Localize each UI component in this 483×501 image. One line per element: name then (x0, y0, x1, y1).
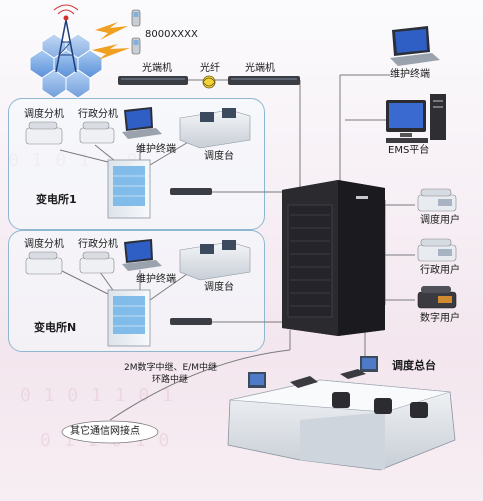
antenna-tower (29, 4, 103, 99)
central-switch-rack (282, 180, 385, 336)
substation1-cabinet (107, 159, 151, 219)
ems-platform-computer (386, 94, 446, 143)
substationN-admin-ext-label: 行政分机 (78, 239, 118, 250)
signal-bolt-icon (92, 22, 130, 60)
dispatch-user-phone (417, 188, 457, 212)
fiber-spool-icon (202, 75, 216, 89)
substationN-admin-phone (79, 251, 115, 274)
background-decoration: 0 1 0 1 1 0 1 (20, 385, 174, 406)
dispatch-user-label: 调度用户 (420, 215, 460, 226)
substationN-dispatch-phone (25, 251, 63, 275)
substationN-optical-terminal (170, 318, 212, 325)
substationN-dispatch-console (179, 240, 251, 281)
optical-terminal-right-label: 光端机 (245, 63, 275, 74)
substation1-name: 变电所1 (36, 193, 77, 206)
substation1-admin-ext-label: 行政分机 (78, 109, 118, 120)
substation1-maint-terminal-label: 维护终端 (136, 144, 176, 155)
ems-platform-label: EMS平台 (388, 145, 430, 156)
digital-user-label: 数字用户 (420, 313, 460, 324)
mobile-phone-icon (131, 9, 141, 55)
admin-user-phone (417, 238, 457, 262)
substation1-dispatch-console-label: 调度台 (204, 151, 234, 162)
trunk-line1-label: 2M数字中继、E/M中继 (124, 363, 217, 373)
substationN-name: 变电所N (34, 321, 77, 334)
other-network-node (61, 420, 159, 444)
substationN-laptop (122, 239, 162, 271)
other-network-label: 其它通信网接点 (70, 426, 140, 437)
substation1-laptop (122, 107, 162, 139)
substation1-admin-phone (79, 121, 115, 144)
admin-user-label: 行政用户 (420, 265, 460, 276)
optical-fiber-label: 光纤 (200, 63, 220, 74)
maintenance-laptop-top (390, 26, 440, 66)
dispatch-main-console-label: 调度总台 (392, 359, 436, 372)
trunk-line2-label: 环路中继 (152, 375, 189, 385)
substationN-dispatch-console-label: 调度台 (204, 282, 234, 293)
optical-terminal-left-device (118, 76, 188, 85)
substation1-dispatch-phone (25, 121, 63, 145)
substation1-optical-terminal (170, 188, 212, 195)
maintenance-terminal-top-label: 维护终端 (390, 69, 430, 80)
substation1-dispatch-ext-label: 调度分机 (24, 109, 64, 120)
phone-number-label: 8000XXXX (145, 29, 198, 40)
substationN-cabinet (107, 289, 151, 347)
substation1-dispatch-console (179, 108, 251, 149)
main-dispatch-console (227, 356, 456, 471)
optical-terminal-right-device (228, 76, 300, 85)
substationN-dispatch-ext-label: 调度分机 (24, 239, 64, 250)
optical-terminal-left-label: 光端机 (142, 63, 172, 74)
substationN-maint-terminal-label: 维护终端 (136, 274, 176, 285)
digital-user-phone (417, 286, 457, 309)
